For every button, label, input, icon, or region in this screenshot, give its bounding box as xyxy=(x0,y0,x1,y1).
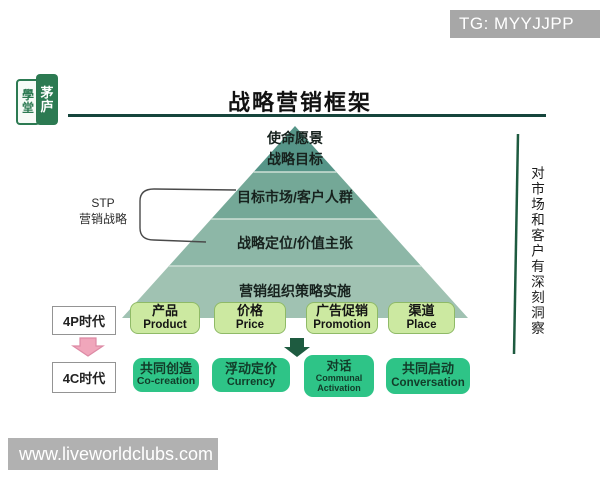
pyramid-band-2 xyxy=(211,172,379,219)
stp-label-line1: STP xyxy=(91,196,115,210)
box-4c-cocreation: 共同创造 Co-creation xyxy=(133,358,199,392)
site-watermark: www.liveworldclubs.com xyxy=(8,438,218,470)
seal-right-char-top: 茅 xyxy=(40,84,54,100)
seal-left-char-bottom: 堂 xyxy=(21,101,34,115)
box-4p-promotion-en: Promotion xyxy=(313,318,371,331)
seal-right: 茅 庐 xyxy=(36,74,58,125)
box-4c-communal-activation-en: Communal Activation xyxy=(315,372,363,393)
box-4c-currency-en: Currency xyxy=(226,376,276,389)
stp-strategy-label: STP 营销战略 xyxy=(70,195,136,227)
box-4p-price-en: Price xyxy=(235,318,265,331)
stp-label-line2: 营销战略 xyxy=(78,212,127,227)
box-4p-product-zh: 产品 xyxy=(151,302,178,318)
box-4c-cocreation-en: Co-creation xyxy=(136,375,196,388)
stp-bracket xyxy=(139,188,237,243)
pyramid-band-4 xyxy=(122,266,468,318)
pyramid-level-mission-vision: 使命愿景 xyxy=(267,130,323,146)
box-4p-promotion-zh: 广告促销 xyxy=(315,302,368,318)
insight-vertical-note: 对市场和客户有深刻洞察 xyxy=(529,166,544,337)
box-4c-communal-activation-zh: 对话 xyxy=(326,358,352,373)
box-4p-product-en: Product xyxy=(143,318,187,331)
era-4p-box: 4P时代 xyxy=(52,306,116,335)
box-4p-product: 产品 Product xyxy=(130,302,200,334)
pyramid-level-positioning: 战略定位/价值主张 xyxy=(237,235,353,251)
box-4p-place-en: Place xyxy=(406,318,437,331)
box-4c-conversation: 共同启动 Conversation xyxy=(386,358,470,394)
box-4c-conversation-en: Conversation xyxy=(391,376,465,389)
box-4p-place: 渠道 Place xyxy=(388,302,455,334)
pyramid-level-target-market: 目标市场/客户人群 xyxy=(237,189,353,205)
brand-seal-logo: 學 堂 茅 庐 xyxy=(16,74,64,128)
era-4c-box: 4C时代 xyxy=(52,362,116,393)
pyramid-band-1 xyxy=(253,126,337,172)
seal-left: 學 堂 xyxy=(16,79,40,125)
tg-contact-badge: TG: MYYJJPP xyxy=(450,10,600,38)
pyramid-band-3 xyxy=(168,219,422,266)
era-transition-arrow-icon xyxy=(71,337,105,357)
box-4p-price-zh: 价格 xyxy=(236,302,263,318)
box-4c-communal-activation: 对话 Communal Activation xyxy=(304,355,374,397)
pyramid-level-execution: 营销组织策略实施 xyxy=(239,283,351,299)
right-vertical-rule xyxy=(512,133,520,355)
box-4c-cocreation-zh: 共同创造 xyxy=(139,360,192,376)
box-4p-place-zh: 渠道 xyxy=(408,302,435,318)
box-4c-currency-zh: 浮动定价 xyxy=(224,360,277,376)
page-title: 战略营销框架 xyxy=(227,90,372,115)
seal-left-char-top: 學 xyxy=(21,88,34,103)
seal-right-char-bottom: 庐 xyxy=(40,98,54,114)
pyramid-level-strategic-goals: 战略目标 xyxy=(267,151,323,167)
box-4p-promotion: 广告促销 Promotion xyxy=(306,302,378,334)
box-4c-conversation-zh: 共同启动 xyxy=(401,361,454,377)
box-4c-currency: 浮动定价 Currency xyxy=(212,358,290,392)
box-4p-price: 价格 Price xyxy=(214,302,286,334)
promotion-transition-arrow-icon xyxy=(284,338,310,357)
title-underline xyxy=(68,114,546,117)
